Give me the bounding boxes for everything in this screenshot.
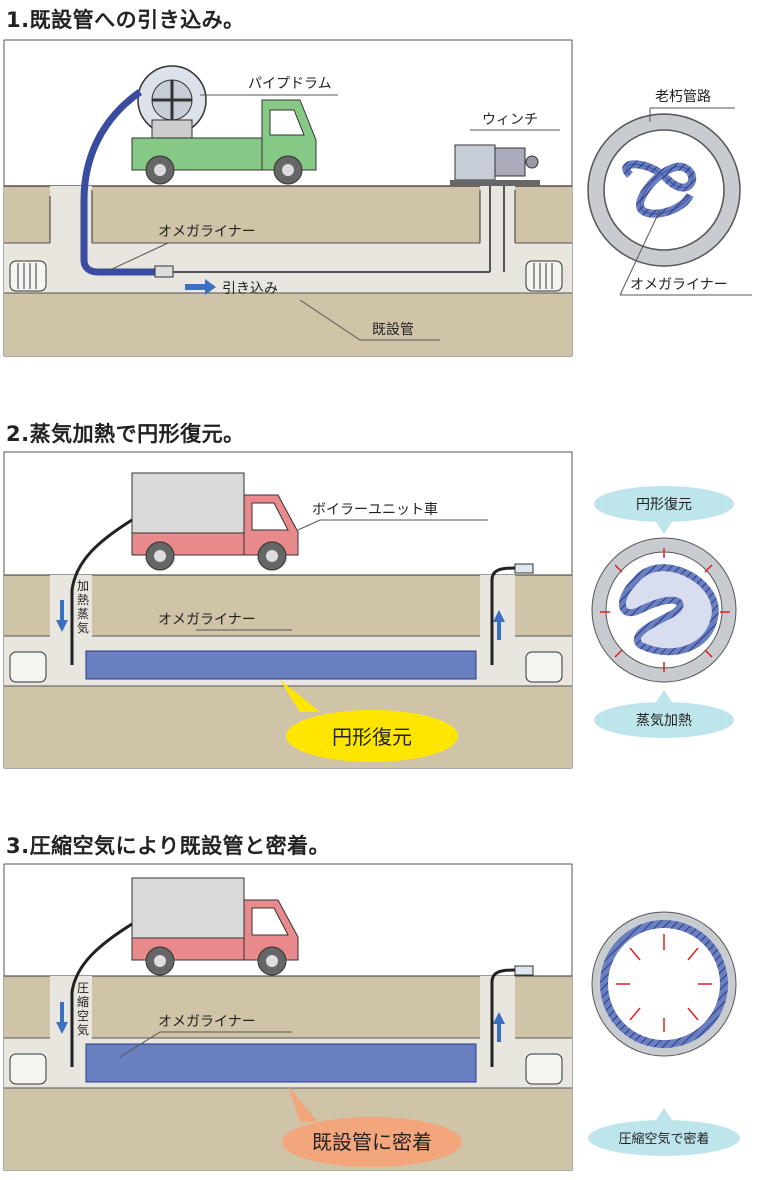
pull-arrow [185, 279, 216, 295]
steam-v4: 気 [77, 620, 89, 635]
liner-tube-3 [85, 1043, 477, 1083]
section-1-diagram: パイプドラム ウィンチ オメガライナー 引き込み 既設管 老朽管路 オメガライナ… [3, 39, 752, 357]
steam-v3: 蒸 [77, 607, 89, 621]
liner-cs-label: オメガライナー [630, 277, 728, 293]
restore-bubble-text: 円形復元 [332, 725, 412, 749]
air-v3: 空 [77, 1009, 89, 1023]
cs-bottom-label: 蒸気加熱 [636, 713, 692, 729]
liner-hose [80, 89, 160, 276]
seal-bubble-text: 既設管に密着 [312, 1130, 432, 1154]
section-2-diagram: 加 熱 蒸 気 ボイラーユニット車 オメガライナー 円形復元 円形復元 蒸気加熱 [3, 451, 737, 769]
liner-label: オメガライナー [158, 224, 256, 240]
steam-v2: 熱 [77, 593, 89, 607]
section-1-title: 1.既設管への引き込み。 [6, 8, 245, 32]
steam-v1: 加 [77, 579, 89, 593]
section-2-title: 2.蒸気加熱で円形復元。 [6, 422, 245, 446]
air-v1: 圧 [77, 981, 89, 995]
liner-tube [85, 650, 477, 680]
drum-label: パイプドラム [248, 76, 332, 92]
air-v2: 縮 [77, 994, 89, 1009]
seal-bubble [282, 1117, 462, 1167]
pull-label: 引き込み [222, 281, 278, 297]
pipe-label: 既設管 [372, 322, 414, 338]
boiler-cargo [131, 472, 245, 534]
boiler-label: ボイラーユニット車 [312, 501, 438, 518]
cs-top-label: 円形復元 [636, 496, 692, 513]
cs-bottom-label-3: 圧縮空気で密着 [618, 1131, 709, 1147]
winch [454, 144, 496, 181]
section-3-diagram: 圧 縮 空 気 オメガライナー 既設管に密着 圧縮空気で密着 [3, 863, 740, 1171]
right-pit [480, 186, 515, 266]
liner-label-2: オメガライナー [158, 612, 256, 628]
winch-label: ウィンチ [482, 112, 538, 128]
pipe-interior [4, 243, 572, 293]
section-3-title: 3.圧縮空気により既設管と密着。 [6, 834, 331, 858]
old-pipe-label: 老朽管路 [655, 89, 711, 105]
air-v4: 気 [77, 1022, 89, 1037]
restore-bubble [286, 710, 458, 762]
liner-label-3: オメガライナー [158, 1014, 256, 1030]
